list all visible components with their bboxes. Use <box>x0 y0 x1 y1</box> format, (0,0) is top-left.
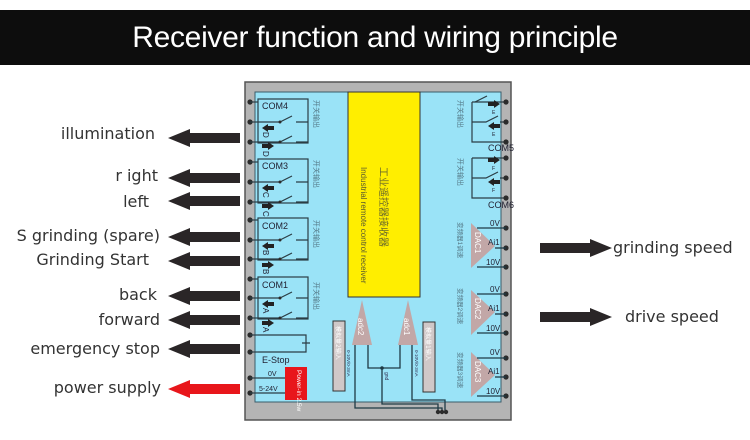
adc1-input-box <box>422 321 436 393</box>
contact-c-1: C <box>261 192 270 198</box>
power-vin-label: 5-24V <box>259 386 278 393</box>
left-arrows <box>168 129 240 358</box>
com5-label: COM5 <box>488 143 514 153</box>
gnd-label: gnd <box>383 372 389 381</box>
direction-arrows-right <box>488 100 500 186</box>
arrow-left-icon <box>168 252 240 270</box>
com3-label: COM3 <box>262 161 288 171</box>
dac1-pin-0v: 0V <box>490 219 500 228</box>
dac2-note: 变频器2调速 <box>456 288 465 325</box>
output-label-left: left <box>123 192 149 211</box>
contact-d-2: D <box>261 151 270 157</box>
com6-label: COM6 <box>488 200 514 210</box>
arrow-left-icon <box>168 228 240 246</box>
dac3-label: DAC3 <box>473 361 482 383</box>
dac2-triangle <box>471 290 495 335</box>
receiver-module-cn: 工业遥控器接收器 <box>377 167 390 247</box>
contact-a-2: A <box>261 327 270 333</box>
arrow-right-icon <box>540 308 612 326</box>
adc2-range: 0-10V/0-3mA <box>346 350 351 377</box>
output-label-back: back <box>118 285 157 304</box>
arrow-left-red-icon <box>168 380 240 398</box>
output-label-illumination: illumination <box>60 124 155 143</box>
adc1-input-cn: 模拟量1输入 <box>424 327 432 361</box>
contact-e-1: E <box>492 110 496 116</box>
switch-output-note-1: 开关输出 <box>312 282 321 310</box>
output-label-forward: forward <box>98 310 160 329</box>
com1-label: COM1 <box>262 280 288 290</box>
adc1-label: adc1 <box>402 318 411 336</box>
dac3-note: 变频器3调速 <box>456 352 465 389</box>
dac3-pin-10v: 10V <box>486 387 501 396</box>
adc1-range: 0-10V/0-3mA <box>414 350 419 377</box>
output-label-drive-speed: drive speed <box>625 307 719 326</box>
dac2-pin-ai1: Ai1 <box>488 304 500 313</box>
output-label-grinding-start: Grinding Start <box>36 250 149 269</box>
arrow-left-icon <box>168 340 240 358</box>
contact-e-2: E <box>492 132 496 138</box>
output-label-emergency-stop: emergency stop <box>30 339 160 358</box>
arrow-right-icon <box>540 239 612 257</box>
com4-label: COM4 <box>262 101 288 111</box>
arrow-left-icon <box>168 169 240 187</box>
estop-label: E-Stop <box>262 355 290 365</box>
adc2-label: adc2 <box>356 318 365 336</box>
arrow-left-icon <box>168 129 240 147</box>
output-label-power-supply: power supply <box>53 378 161 397</box>
contact-b-1: B <box>261 250 270 255</box>
title-banner: Receiver function and wiring principle <box>0 10 750 65</box>
power-0v-label: 0V <box>268 371 277 378</box>
adc2-triangle <box>352 300 372 345</box>
adc2-input-cn: 模拟量2输入 <box>334 326 342 360</box>
dac2-pin-10v: 10V <box>486 324 501 333</box>
dac1-pin-ai1: Ai1 <box>488 238 500 247</box>
adc2-input-box <box>332 320 346 392</box>
dac1-pin-10v: 10V <box>486 258 501 267</box>
dac1-triangle <box>471 223 495 268</box>
receiver-module-en: Industrial remote control receiver <box>359 167 368 284</box>
contact-f-2: F <box>492 188 495 194</box>
contact-d-1: D <box>261 132 270 138</box>
dac1-label: DAC1 <box>473 232 482 254</box>
contact-a-1: A <box>261 308 270 314</box>
right-arrows <box>540 239 612 326</box>
com2-label: COM2 <box>262 221 288 231</box>
direction-arrows-left <box>262 124 274 327</box>
dac-groups <box>471 223 495 397</box>
switch-output-note-3: 开关输出 <box>312 160 321 188</box>
dac1-note: 变频器1调速 <box>456 222 465 259</box>
switch-output-note-6: 开关输出 <box>456 158 465 186</box>
dac3-pin-ai1: Ai1 <box>488 367 500 376</box>
power-in-badge <box>285 367 307 400</box>
page-title: Receiver function and wiring principle <box>132 21 618 54</box>
receiver-module <box>347 91 421 298</box>
switch-output-note-2: 开关输出 <box>312 220 321 248</box>
contact-c-2: C <box>261 211 270 217</box>
output-label-s-grinding: S grinding (spare) <box>16 226 160 245</box>
contact-b-2: B <box>261 269 270 274</box>
switch-output-note-4: 开关输出 <box>312 100 321 128</box>
adc1-triangle <box>398 300 418 345</box>
dac2-pin-0v: 0V <box>490 285 500 294</box>
output-label-grinding-speed: grinding speed <box>613 238 733 257</box>
arrow-left-icon <box>168 311 240 329</box>
dac3-pin-0v: 0V <box>490 348 500 357</box>
arrow-left-icon <box>168 287 240 305</box>
arrow-left-icon <box>168 192 240 210</box>
contact-f-1: F <box>492 166 495 172</box>
output-label-right: r ight <box>115 166 158 185</box>
power-in-badge-text: Power-in 2.5w <box>295 370 302 411</box>
dac3-triangle <box>471 352 495 397</box>
switch-output-note-5: 开关输出 <box>456 100 465 128</box>
dac2-label: DAC2 <box>473 298 482 320</box>
